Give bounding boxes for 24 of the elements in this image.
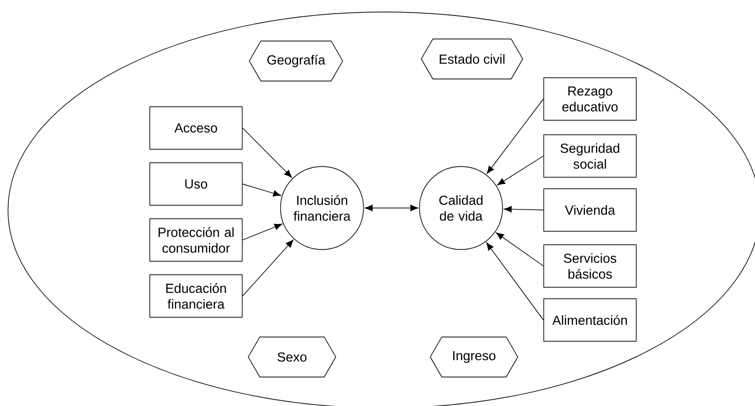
- arrow: [496, 232, 544, 266]
- hexagon-box: Geografía: [248, 40, 344, 82]
- hexagon-box: Ingreso: [430, 336, 518, 378]
- factor-box: Alimentación: [543, 298, 637, 342]
- factor-box: Uso: [149, 162, 243, 206]
- arrow: [242, 240, 294, 296]
- arrow: [242, 128, 292, 178]
- hexagon-box: Estado civil: [420, 38, 524, 80]
- arrow: [242, 224, 282, 240]
- arrow: [497, 156, 544, 186]
- arrow: [486, 98, 544, 174]
- arrow: [242, 184, 281, 197]
- factor-box: Acceso: [149, 106, 243, 150]
- arrow: [486, 242, 544, 320]
- factor-box: Rezago educativo: [543, 77, 637, 121]
- factor-box: Servicios básicos: [543, 244, 637, 288]
- oval-boundary: [8, 12, 755, 406]
- arrow: [504, 206, 544, 212]
- factor-box: Protección al consumidor: [149, 218, 243, 262]
- factor-box: Vivienda: [543, 188, 637, 232]
- factor-box: Seguridad social: [543, 134, 637, 178]
- factor-box: Educación financiera: [149, 274, 243, 318]
- hexagon-box: Sexo: [248, 336, 336, 378]
- arrow: [364, 204, 418, 212]
